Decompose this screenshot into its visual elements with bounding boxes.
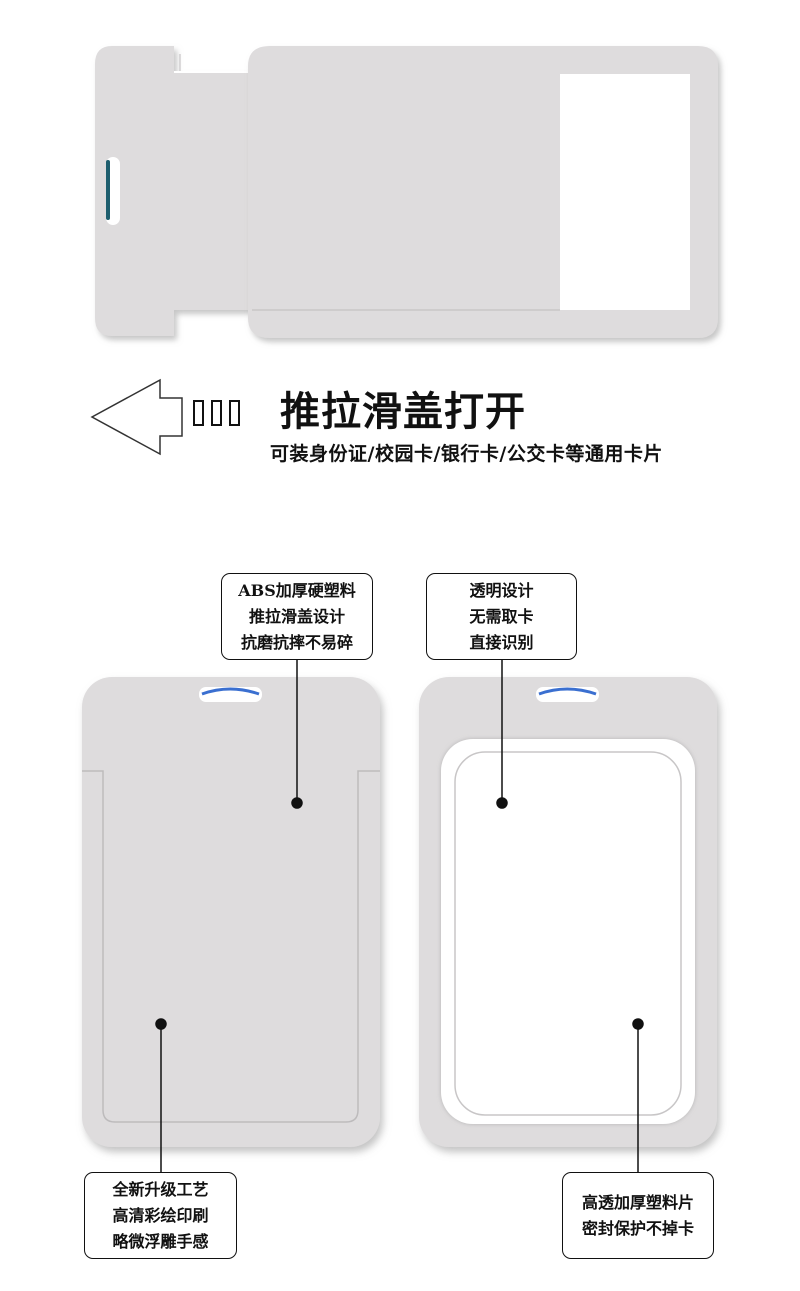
callout-line: 全新升级工艺 — [112, 1179, 209, 1199]
callout-line: 高清彩绘印刷 — [112, 1205, 209, 1225]
callout-sealed-film: 高透加厚塑料片 密封保护不掉卡 — [562, 1172, 714, 1259]
back-card — [419, 677, 717, 1147]
lanyard-slot-accent — [106, 160, 110, 220]
callout-material: ABS加厚硬塑料 推拉滑盖设计 抗磨抗摔不易碎 — [221, 573, 373, 660]
callout-line: 直接识别 — [469, 632, 534, 652]
holder-window — [560, 74, 690, 310]
glyph-box — [211, 400, 222, 426]
callout-line: 高透加厚塑料片 — [581, 1192, 694, 1212]
card-holder-front-back-illustration — [82, 660, 717, 1172]
holder-base-tray — [95, 46, 250, 336]
callout-line: 透明设计 — [469, 580, 534, 600]
callout-printing: 全新升级工艺 高清彩绘印刷 略微浮雕手感 — [84, 1172, 237, 1259]
glyph-box — [193, 400, 204, 426]
slide-card-holder-illustration — [95, 46, 718, 338]
callout-line: ABS加厚硬塑料 — [238, 580, 356, 600]
callout-line: 密封保护不掉卡 — [581, 1218, 694, 1238]
glyph-box — [229, 400, 240, 426]
slide-open-title: 推拉滑盖打开 — [280, 388, 526, 435]
compatible-cards-subtitle: 可装身份证/校园卡/银行卡/公交卡等通用卡片 — [270, 443, 663, 465]
slide-left-arrow-icon — [90, 378, 183, 456]
missing-glyph-boxes — [193, 400, 247, 430]
callout-line: 略微浮雕手感 — [112, 1231, 209, 1251]
callout-line: 抗磨抗摔不易碎 — [240, 632, 353, 652]
front-card — [82, 677, 380, 1147]
callout-transparent-window: 透明设计 无需取卡 直接识别 — [426, 573, 577, 660]
callout-line: 推拉滑盖设计 — [248, 606, 345, 626]
callout-line: 无需取卡 — [469, 606, 534, 626]
